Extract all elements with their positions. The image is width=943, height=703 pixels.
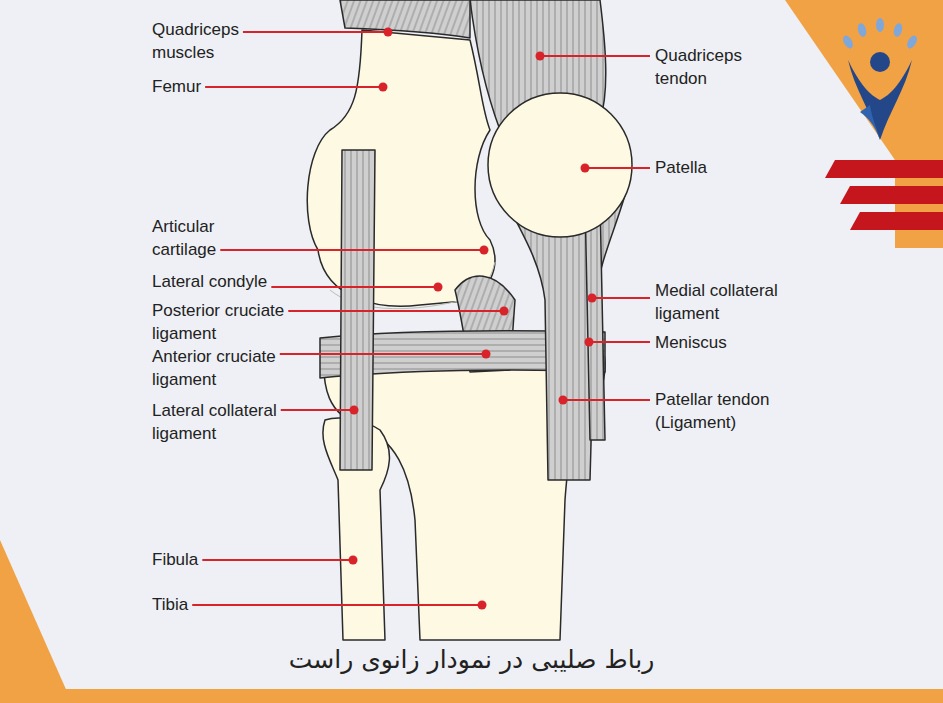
leader-line	[281, 409, 354, 411]
leader-dot	[581, 164, 590, 173]
leader-line	[592, 297, 650, 299]
part-label: Quadriceps tendon	[655, 44, 770, 90]
quadriceps-muscles	[340, 0, 470, 38]
leader-dot	[350, 406, 359, 415]
leader-dot	[482, 350, 491, 359]
caption: رباط صلیبی در نمودار زانوی راست	[0, 645, 943, 674]
part-label: Posterior cruciate ligament	[152, 299, 317, 345]
part-label: Femur	[152, 75, 201, 98]
part-label: Quadriceps muscles	[152, 18, 262, 64]
part-label: Patellar tendon (Ligament)	[655, 388, 805, 434]
stripe	[850, 212, 943, 230]
part-label: Patella	[655, 156, 707, 179]
leader-dot	[434, 283, 443, 292]
leader-line	[585, 167, 650, 169]
corner-band	[0, 540, 72, 703]
part-label: Lateral collateral ligament	[152, 399, 317, 445]
part-label: Articular cartilage	[152, 215, 252, 261]
part-label: Anterior cruciate ligament	[152, 345, 317, 391]
stripe	[840, 186, 943, 204]
lateral-collateral-ligament	[340, 150, 375, 470]
leader-dot	[379, 83, 388, 92]
leader-dot	[585, 338, 594, 347]
leader-line	[243, 31, 388, 33]
leader-line	[589, 341, 650, 343]
leader-dot	[536, 52, 545, 61]
stripe	[825, 160, 943, 178]
patella	[488, 93, 632, 237]
part-label: Meniscus	[655, 331, 727, 354]
bottom-bar	[0, 689, 943, 703]
leader-line	[220, 249, 484, 251]
leader-line	[205, 86, 383, 88]
leader-dot	[480, 246, 489, 255]
leader-dot	[384, 28, 393, 37]
leader-line	[563, 399, 650, 401]
leader-dot	[500, 307, 509, 316]
leader-dot	[588, 294, 597, 303]
leader-dot	[478, 601, 487, 610]
part-label: Tibia	[152, 593, 188, 616]
part-label: Lateral condyle	[152, 270, 267, 293]
part-label: Medial collateral ligament	[655, 279, 820, 325]
leader-line	[280, 353, 486, 355]
leader-dot	[559, 396, 568, 405]
logo	[841, 18, 919, 140]
femur	[307, 30, 495, 306]
leader-line	[288, 310, 504, 312]
leader-line	[202, 559, 353, 561]
leader-dot	[349, 556, 358, 565]
medial-collateral-ligament	[585, 200, 605, 440]
part-label: Fibula	[152, 548, 198, 571]
corner-band	[785, 0, 943, 248]
leader-line	[192, 604, 482, 606]
leader-line	[540, 55, 650, 57]
leader-line	[271, 286, 438, 288]
